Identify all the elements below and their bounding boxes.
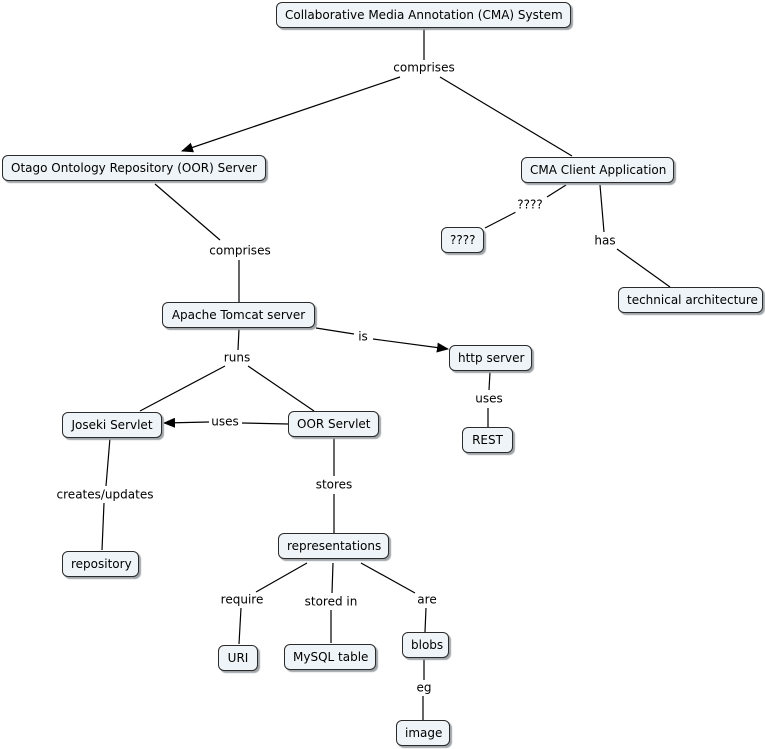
link-label-comprises-top: comprises — [391, 60, 457, 76]
node-representations[interactable]: representations — [278, 533, 389, 559]
edge-is-http-server — [372, 338, 449, 353]
node-cma-client[interactable]: CMA Client Application — [521, 157, 674, 183]
node-unknown[interactable]: ???? — [441, 227, 484, 253]
edge-uses-joseki — [163, 417, 210, 428]
link-label-unknown: ???? — [515, 197, 545, 213]
edge-http-uses — [488, 371, 491, 391]
node-rest[interactable]: REST — [462, 427, 513, 453]
edge-joseki-creates — [105, 437, 111, 487]
node-oor-servlet[interactable]: OOR Servlet — [288, 411, 379, 437]
edge-representations-require — [255, 562, 308, 593]
edge-tomcat-is — [315, 327, 355, 335]
edge-tomcat-runs — [237, 328, 240, 351]
edge-oor-server-comprises — [154, 183, 221, 241]
link-label-comprises-oor: comprises — [207, 243, 273, 259]
link-label-has: has — [592, 233, 618, 249]
edge-are-blobs — [424, 607, 427, 633]
edge-oor-servlet-uses — [241, 422, 289, 425]
edge-runs-joseki — [139, 365, 226, 412]
edge-representations-stored-in — [331, 562, 334, 594]
node-oor-server[interactable]: Otago Ontology Repository (OOR) Server — [2, 155, 266, 181]
edge-unknown-link-unknown — [484, 211, 517, 229]
edge-client-has — [599, 184, 605, 233]
edge-comprises-cma-client — [439, 76, 573, 157]
link-label-is: is — [356, 329, 370, 345]
node-mysql[interactable]: MySQL table — [284, 644, 376, 670]
node-blobs[interactable]: blobs — [402, 632, 449, 658]
link-label-creates-updates: creates/updates — [54, 487, 156, 503]
link-label-runs: runs — [221, 350, 253, 366]
edge-runs-oor-servlet — [247, 365, 315, 412]
node-technical-architecture[interactable]: technical architecture — [618, 287, 763, 313]
link-label-stored-in: stored in — [302, 594, 360, 610]
node-uri[interactable]: URI — [218, 645, 258, 671]
link-label-uses-servlet: uses — [209, 414, 241, 430]
edge-require-uri — [238, 607, 242, 645]
node-repository[interactable]: repository — [62, 551, 139, 577]
edge-has-tech-arch — [616, 248, 671, 288]
edge-comprises-oor-server — [181, 76, 401, 153]
edge-representations-are — [360, 562, 416, 594]
link-label-uses-http: uses — [473, 391, 505, 407]
node-tomcat[interactable]: Apache Tomcat server — [162, 302, 315, 328]
node-cma-system[interactable]: Collaborative Media Annotation (CMA) Sys… — [276, 2, 571, 28]
node-image[interactable]: image — [396, 720, 450, 746]
node-http-server[interactable]: http server — [449, 345, 532, 371]
edge-client-unknown-link — [546, 184, 567, 198]
link-label-require: require — [218, 592, 266, 608]
edge-creates-repository — [101, 502, 105, 551]
link-label-eg: eg — [414, 680, 434, 696]
link-label-are: are — [415, 592, 439, 608]
node-joseki[interactable]: Joseki Servlet — [62, 412, 162, 438]
link-label-stores: stores — [313, 477, 355, 493]
